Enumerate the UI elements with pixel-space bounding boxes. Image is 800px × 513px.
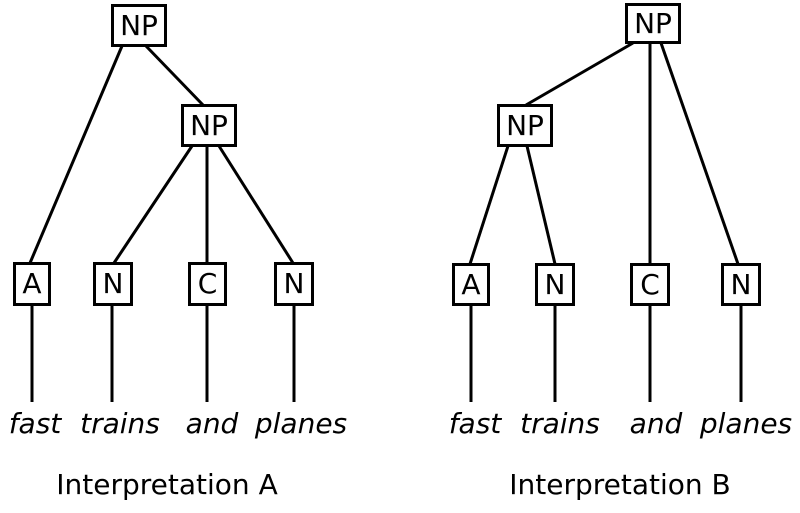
- tree-b-node-a: A: [452, 263, 490, 306]
- tree-b-caption: Interpretation B: [509, 468, 731, 501]
- tree-a-node-inner-np: NP: [181, 104, 237, 147]
- edge-b-inner-to-n1: [525, 145, 557, 265]
- tree-a-word-and: and: [185, 407, 239, 440]
- edge-b-root-to-inner-np: [525, 41, 634, 107]
- edge-a-inner-to-n2: [217, 145, 295, 264]
- tree-b-word-planes: planes: [699, 407, 793, 440]
- edge-b-root-to-n2: [659, 42, 740, 265]
- tree-b-word-trains: trains: [520, 407, 600, 440]
- tree-b-node-n2: N: [721, 263, 761, 306]
- tree-a-node-c: C: [188, 262, 227, 306]
- tree-a-node-root-np: NP: [111, 4, 167, 47]
- tree-a-node-n1: N: [93, 262, 133, 306]
- tree-b-node-inner-np: NP: [497, 104, 553, 147]
- tree-b-node-c: C: [630, 263, 670, 306]
- tree-a-word-fast: fast: [8, 407, 62, 440]
- tree-b-word-and: and: [629, 407, 683, 440]
- tree-a-word-planes: planes: [254, 407, 348, 440]
- tree-b-word-fast: fast: [448, 407, 502, 440]
- edge-b-inner-to-a: [468, 145, 510, 265]
- edge-a-inner-to-n1: [112, 145, 194, 264]
- tree-a-node-n2: N: [274, 262, 314, 306]
- tree-b-node-n1: N: [535, 263, 575, 306]
- edge-a-root-to-inner-np: [144, 44, 205, 107]
- tree-a-word-trains: trains: [80, 407, 160, 440]
- tree-a-node-a: A: [13, 262, 51, 306]
- edge-a-root-to-a: [28, 45, 124, 264]
- tree-a-caption: Interpretation A: [56, 468, 278, 501]
- tree-b-node-root-np: NP: [625, 3, 681, 44]
